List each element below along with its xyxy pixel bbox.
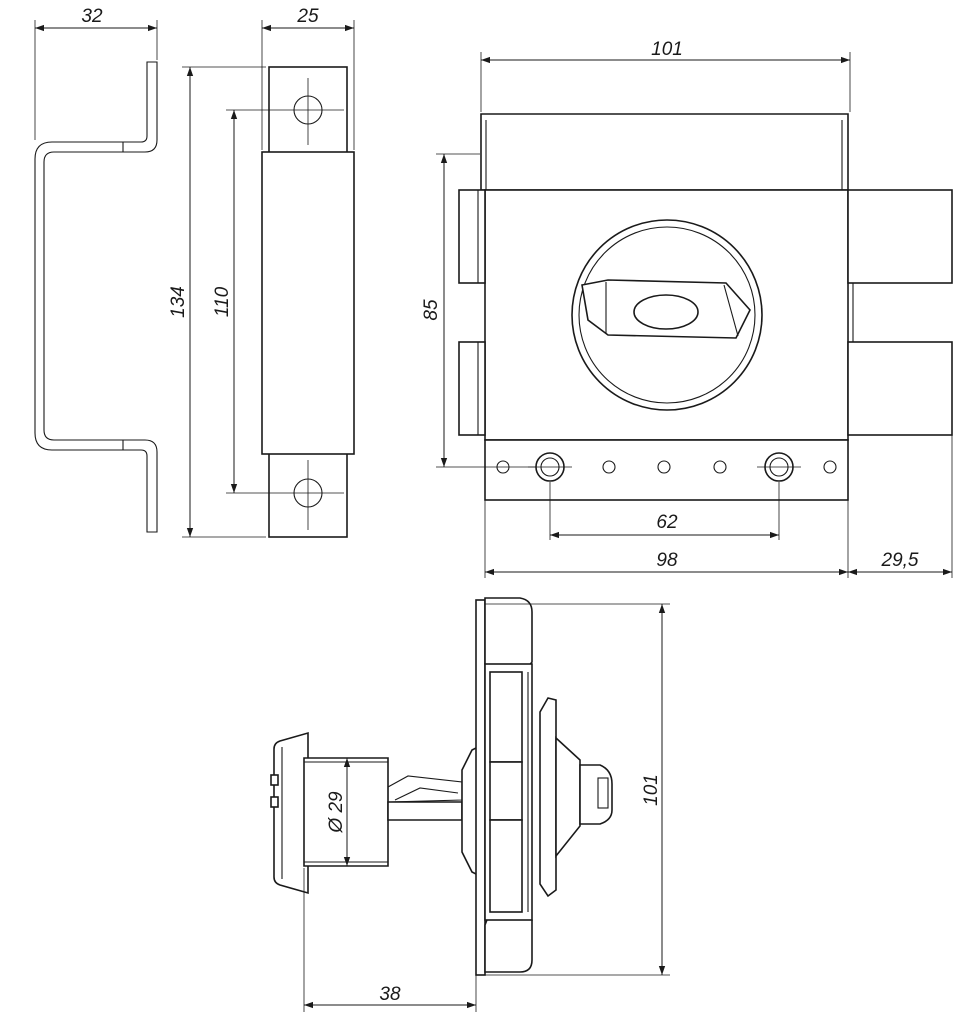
strike-width-label: 25 (296, 6, 319, 27)
hole-spacing-label: 110 (212, 286, 233, 317)
body-height-label: 85 (421, 299, 442, 321)
body-width-label: 101 (651, 39, 683, 60)
side-height-label: 101 (641, 774, 662, 806)
plate-width-label: 98 (656, 550, 678, 571)
bolt-projection-label: 29,5 (881, 550, 919, 571)
strike-height-label: 134 (168, 286, 189, 318)
strike-height-dimension: 134 (168, 66, 266, 538)
cylinder-length-label: 38 (379, 984, 401, 1005)
strike-side-view: 32 (34, 6, 158, 533)
lock-side-view: Ø 29 101 38 (270, 597, 670, 1012)
lock-body-front-view: 101 85 62 98 29,5 (421, 39, 953, 578)
cylinder-diameter-label: Ø 29 (326, 791, 347, 834)
strike-front-view: 25 110 (212, 6, 355, 538)
strike-depth-label: 32 (81, 6, 103, 27)
screw-spacing-label: 62 (656, 512, 678, 533)
